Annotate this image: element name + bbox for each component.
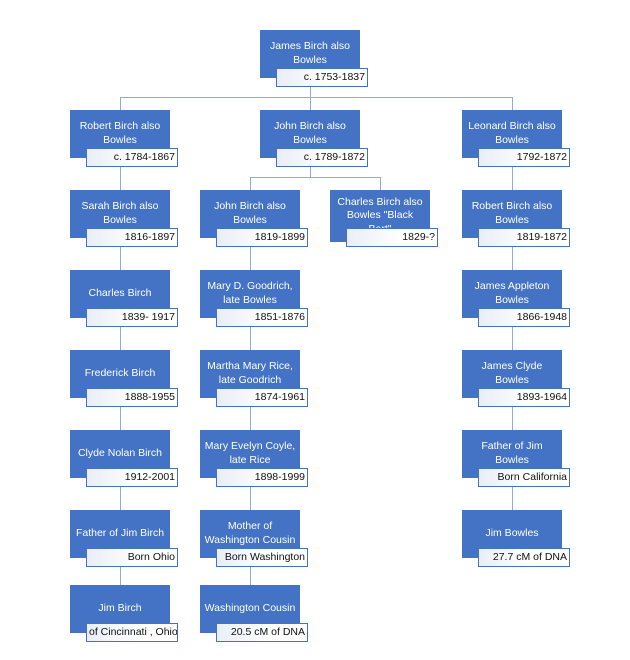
person-node-washingtoncousin[interactable]: Washington Cousin 20.5 cM of DNA (200, 585, 308, 642)
connector-line (120, 478, 121, 510)
person-detail-box[interactable]: 1888-1955 (86, 388, 178, 407)
person-name: Charles Birch (88, 287, 152, 300)
person-node-jimbirch[interactable]: Jim Birch of Cincinnati , Ohio (70, 585, 178, 642)
person-name: Mother of Washington Cousin (204, 520, 296, 546)
connector-line (120, 158, 121, 190)
person-detail-box[interactable]: 1912-2001 (86, 468, 178, 487)
person-name: Robert Birch also Bowles (79, 120, 161, 146)
connector-line (120, 97, 513, 98)
person-detail-box[interactable]: 1816-1897 (86, 228, 178, 247)
person-node-martha[interactable]: Martha Mary Rice, late Goodrich 1874-1961 (200, 350, 308, 407)
person-name: James Appleton Bowles (474, 280, 550, 306)
person-node-robert1[interactable]: Robert Birch also Bowles c. 1784-1867 (70, 110, 178, 167)
connector-line (250, 318, 251, 350)
person-detail-box[interactable]: 27.7 cM of DNA (478, 548, 570, 567)
person-node-charlesbb[interactable]: Charles Birch also Bowles "Black Bart"18… (330, 190, 438, 247)
person-node-charles[interactable]: Charles Birch 1839- 1917 (70, 270, 178, 327)
person-name: Father of Jim Birch (75, 527, 165, 540)
person-detail-box[interactable]: 1829-? (346, 228, 438, 247)
connector-line (512, 318, 513, 350)
person-detail-box[interactable]: Born Washington (216, 548, 308, 567)
person-detail-box[interactable]: 1792-1872 (478, 148, 570, 167)
person-name: Sarah Birch also Bowles (81, 200, 159, 226)
person-detail-box[interactable]: Born Ohio (86, 548, 178, 567)
person-node-maryg[interactable]: Mary D. Goodrich, late Bowles 1851-1876 (200, 270, 308, 327)
person-detail-box[interactable]: 1819-1899 (216, 228, 308, 247)
person-name: James Birch also Bowles (270, 40, 350, 66)
person-node-james[interactable]: James Birch also Bowles c. 1753-1837 (260, 30, 368, 87)
person-detail-box[interactable]: c. 1789-1872 (276, 148, 368, 167)
connector-line (512, 398, 513, 430)
person-name: John Birch also Bowles (214, 200, 286, 226)
person-node-jamesa[interactable]: James Appleton Bowles 1866-1948 (462, 270, 570, 327)
connector-line (250, 558, 251, 585)
connector-line (310, 97, 311, 110)
connector-line (310, 78, 311, 97)
person-node-jimbowles[interactable]: Jim Bowles 27.7 cM of DNA (462, 510, 570, 567)
person-name: Mary D. Goodrich, late Bowles (207, 280, 293, 306)
person-detail-box[interactable]: 1893-1964 (478, 388, 570, 407)
person-node-john2[interactable]: John Birch also Bowles 1819-1899 (200, 190, 308, 247)
connector-line (250, 238, 251, 270)
person-name: John Birch also Bowles (274, 120, 346, 146)
person-node-marye[interactable]: Mary Evelyn Coyle, late Rice 1898-1999 (200, 430, 308, 487)
person-detail-box[interactable]: of Cincinnati , Ohio (86, 623, 178, 642)
connector-line (310, 158, 311, 177)
person-name: Jim Bowles (485, 527, 539, 540)
person-detail-box[interactable]: c. 1784-1867 (86, 148, 178, 167)
connector-line (120, 238, 121, 270)
person-name: James Clyde Bowles (481, 360, 543, 386)
person-detail-box[interactable]: 1874-1961 (216, 388, 308, 407)
person-node-sarah[interactable]: Sarah Birch also Bowles 1816-1897 (70, 190, 178, 247)
connector-line (250, 478, 251, 510)
person-detail-box[interactable]: 1866-1948 (478, 308, 570, 327)
person-name: Robert Birch also Bowles (471, 200, 553, 226)
connector-line (250, 177, 251, 190)
connector-line (250, 177, 381, 178)
person-name: Frederick Birch (84, 367, 156, 380)
person-detail-box[interactable]: 1839- 1917 (86, 308, 178, 327)
connector-line (380, 177, 381, 190)
connector-line (120, 398, 121, 430)
person-name: Father of Jim Bowles (481, 440, 543, 466)
connector-line (512, 97, 513, 110)
person-name: Washington Cousin (204, 602, 296, 615)
connector-line (120, 318, 121, 350)
person-node-leonard[interactable]: Leonard Birch also Bowles 1792-1872 (462, 110, 570, 167)
person-detail-box[interactable]: 1898-1999 (216, 468, 308, 487)
person-detail-box[interactable]: 1851-1876 (216, 308, 308, 327)
person-node-clyde[interactable]: Clyde Nolan Birch 1912-2001 (70, 430, 178, 487)
person-node-jamesc[interactable]: James Clyde Bowles 1893-1964 (462, 350, 570, 407)
person-detail-box[interactable]: c. 1753-1837 (276, 68, 368, 87)
connector-line (120, 558, 121, 585)
person-name: Jim Birch (98, 602, 142, 615)
connector-line (512, 478, 513, 510)
person-node-john1[interactable]: John Birch also Bowles c. 1789-1872 (260, 110, 368, 167)
connector-line (250, 398, 251, 430)
person-name: Leonard Birch also Bowles (468, 120, 556, 146)
person-name: Clyde Nolan Birch (77, 447, 163, 460)
person-name: Martha Mary Rice, late Goodrich (207, 360, 293, 386)
connector-line (512, 158, 513, 190)
person-node-robert2[interactable]: Robert Birch also Bowles 1819-1872 (462, 190, 570, 247)
person-detail-box[interactable]: Born California (478, 468, 570, 487)
connector-line (512, 238, 513, 270)
person-name: Mary Evelyn Coyle, late Rice (204, 440, 296, 466)
person-detail-box[interactable]: 1819-1872 (478, 228, 570, 247)
connector-line (120, 97, 121, 110)
person-node-frederick[interactable]: Frederick Birch 1888-1955 (70, 350, 178, 407)
person-detail-box[interactable]: 20.5 cM of DNA (216, 623, 308, 642)
